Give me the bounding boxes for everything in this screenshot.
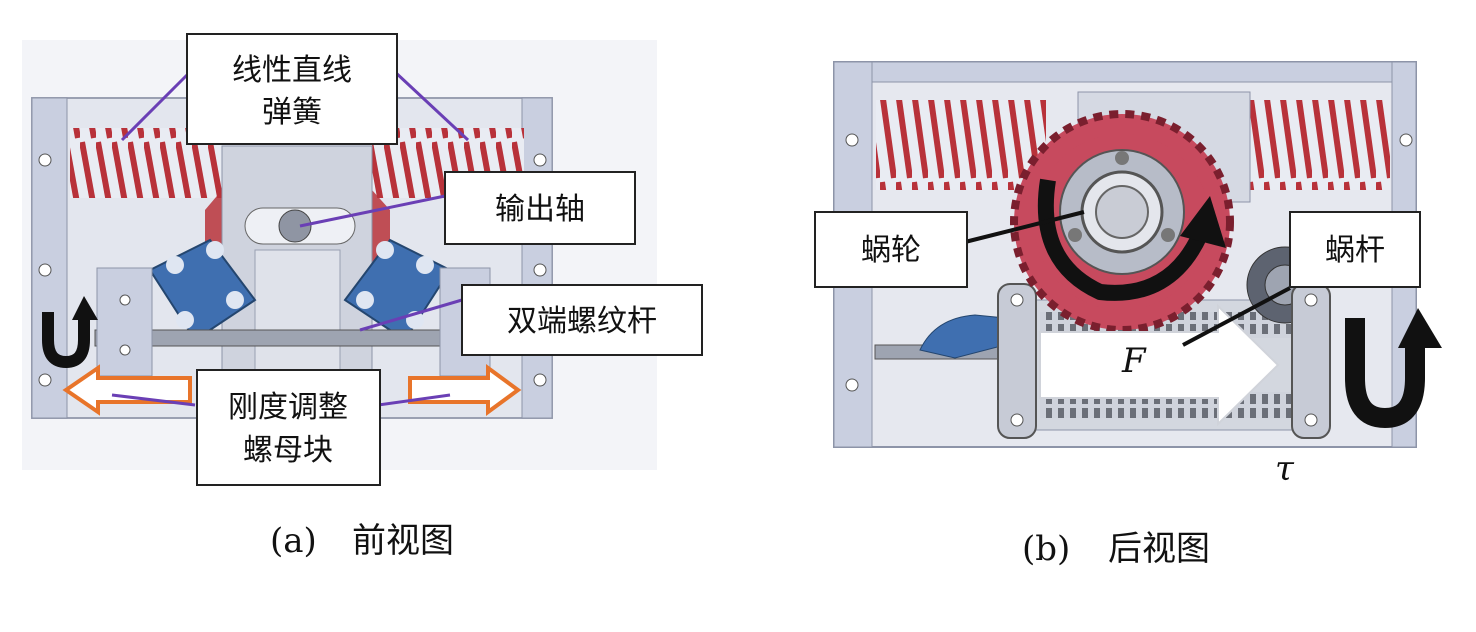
frame-hole — [533, 373, 547, 387]
panel-a-caption-letter: (a) — [270, 521, 317, 561]
hub-bolt — [1115, 151, 1129, 165]
panel-b-back-view: 蜗轮 蜗杆 F τ (b) 后视图 — [814, 61, 1442, 569]
frame-hole — [1399, 133, 1413, 147]
panel-a-leader-lines — [111, 70, 470, 407]
back-left-spring — [876, 100, 1046, 190]
frame-hole — [533, 153, 547, 167]
right-adjust-arrow-icon — [408, 364, 522, 416]
hub-bolt — [1068, 228, 1082, 242]
panel-a-front-view: 线性直线 弹簧 输出轴 双端螺纹杆 刚度调整 螺母块 (a) 前视图 — [22, 33, 703, 561]
rotation-arrow-icon — [42, 312, 90, 369]
torque-arrow-head-icon — [1398, 308, 1442, 348]
frame-hole — [38, 153, 52, 167]
left-side-plate — [31, 97, 68, 419]
panel-b-leader-lines — [964, 210, 1291, 347]
linear-spring-label-line1: 线性直线 — [232, 53, 352, 88]
worm-wheel-label: 蜗轮 — [861, 233, 921, 268]
wheel-rotation-arrow-icon — [1037, 178, 1208, 301]
output-shaft-label-box — [444, 171, 636, 245]
screw-rod-label: 双端螺纹杆 — [507, 304, 657, 339]
panel-a-caption-title: 前视图 — [352, 521, 454, 561]
guide-hole — [1010, 413, 1024, 427]
nut-hole — [119, 344, 131, 356]
guide-hole — [1010, 293, 1024, 307]
double-ended-screw-rod — [94, 329, 496, 347]
force-symbol: F — [1121, 341, 1147, 381]
back-top-rail — [833, 61, 1417, 83]
screw-rod-label-box — [461, 284, 703, 356]
right-side-plate — [521, 97, 553, 419]
wheel-rotation-arrow-head-icon — [1180, 196, 1226, 248]
nut-block-label-line2: 螺母块 — [243, 433, 333, 468]
bearing-inner — [1095, 185, 1149, 239]
output-arm — [254, 249, 341, 371]
right-linkage — [343, 238, 452, 342]
torque-symbol: τ — [1275, 449, 1295, 489]
back-right-spring — [1250, 100, 1390, 190]
worm-wheel-label-box — [814, 211, 968, 288]
frame-hole — [38, 263, 52, 277]
output-shaft-pin — [278, 209, 312, 243]
left-guide-plate — [997, 283, 1037, 439]
frame-hole — [533, 263, 547, 277]
nut-block-label-box — [196, 369, 381, 486]
linear-spring-label-box — [186, 33, 398, 145]
nut-hole — [119, 294, 131, 306]
hub-bolt — [1161, 228, 1175, 242]
guide-hole — [1304, 413, 1318, 427]
panel-b-caption-title: 后视图 — [1108, 529, 1210, 569]
frame-hole — [38, 373, 52, 387]
torque-arrow-icon — [1345, 318, 1425, 429]
worm-label: 蜗杆 — [1325, 233, 1385, 268]
rotation-arrow-head-icon — [72, 296, 98, 320]
left-adjust-nut-block — [96, 267, 153, 377]
left-linkage — [148, 238, 257, 342]
frame-hole — [845, 133, 859, 147]
nut-block-label-line1: 刚度调整 — [228, 390, 348, 425]
linear-spring-label-line2: 弹簧 — [262, 95, 322, 130]
guide-hole — [1304, 293, 1318, 307]
worm-label-box — [1289, 211, 1421, 288]
output-shaft-label: 输出轴 — [495, 192, 585, 227]
panel-b-caption-letter: (b) — [1022, 529, 1070, 569]
frame-hole — [845, 378, 859, 392]
